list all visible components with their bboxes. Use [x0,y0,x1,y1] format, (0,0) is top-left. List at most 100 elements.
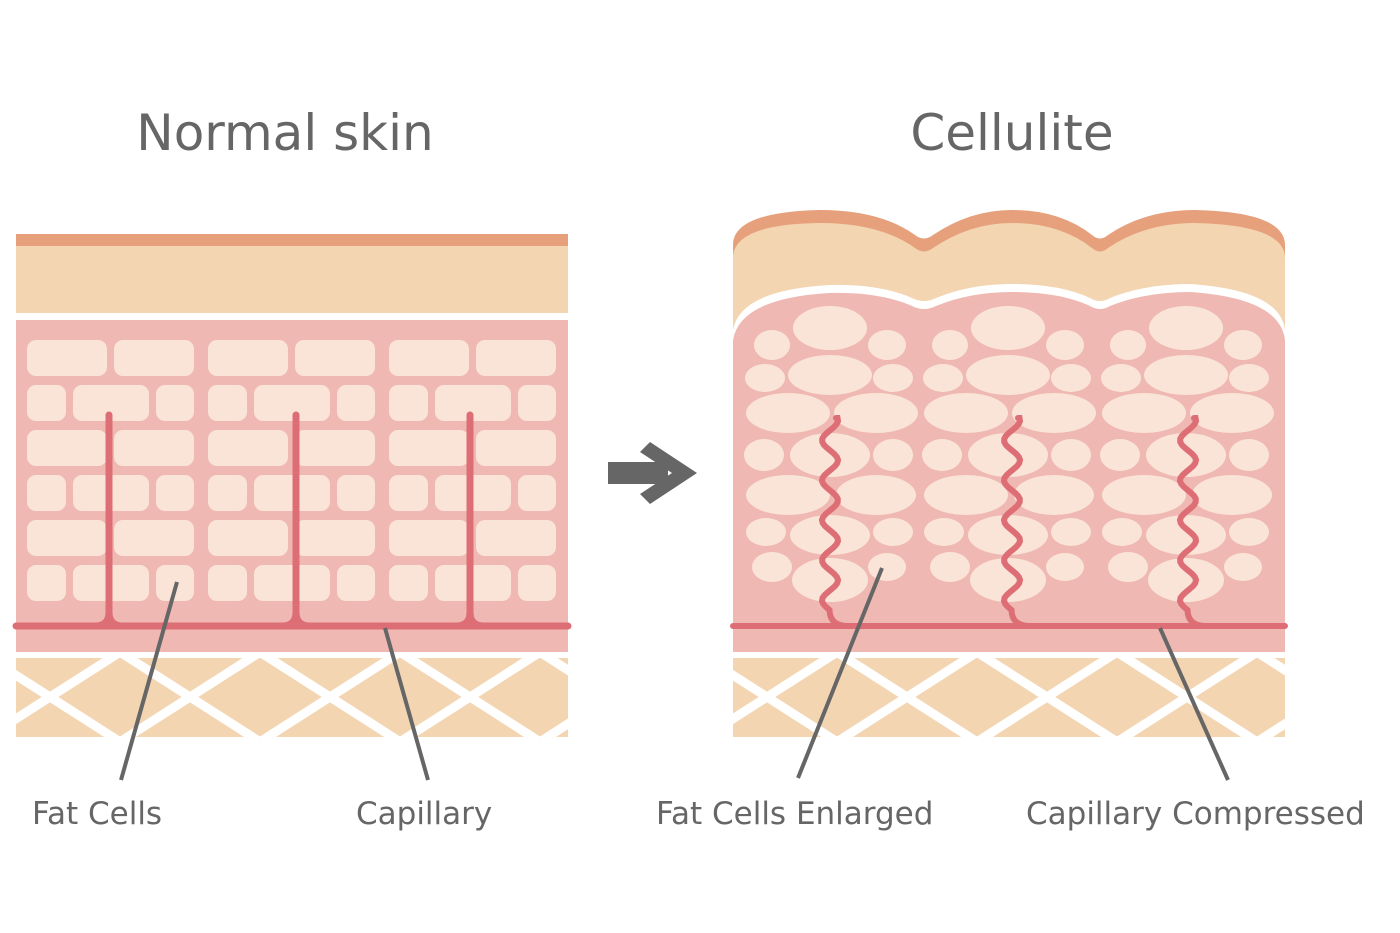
fat-cell [114,520,194,556]
fat-cell [1101,364,1141,392]
right-arrow-icon [608,442,697,504]
fat-cell [476,340,556,376]
capillary-vessel [730,415,1288,629]
fat-cell [793,306,867,350]
fat-cell [114,430,194,466]
fat-cell [923,364,963,392]
fat-cell [518,565,556,601]
pointer-line-capillary-compressed [1158,627,1230,781]
fat-cell [389,565,428,601]
fat-cell [1229,439,1269,471]
fat-cell [27,520,107,556]
fat-cell [868,553,906,581]
fat-cell [476,520,556,556]
label-capillary: Capillary [356,796,492,832]
pointer-line-fat-cells [119,581,179,781]
fat-cell [932,330,968,360]
fat-cell [922,439,962,471]
fat-cell [337,565,375,601]
normal-skin-panel [0,234,572,761]
fat-cell [746,475,830,515]
lattice-line [1367,633,1400,761]
fat-cell [1102,393,1186,433]
fat-cell [745,364,785,392]
lattice-line [1367,633,1400,761]
fat-cell [208,340,288,376]
fat-cell [788,355,872,395]
fat-cell [1102,475,1186,515]
fat-cell [435,385,511,421]
lattice-line [0,633,10,761]
fat-cell [254,475,330,511]
fat-cell [337,385,375,421]
fat-cell [1144,355,1228,395]
fat-cell [834,393,918,433]
fat-cell [971,306,1045,350]
epidermis-layer [16,246,568,313]
fat-cell [208,520,288,556]
fat-cell [208,565,247,601]
fat-cell [744,439,784,471]
fat-cells-normal [27,340,556,601]
label-fat-cells: Fat Cells [32,796,162,832]
fat-cell [254,385,330,421]
fat-cell [790,515,870,555]
fat-cell [1051,364,1091,392]
fat-cell [27,430,107,466]
fat-cell [518,385,556,421]
fat-cell [873,439,913,471]
fat-cell [1149,306,1223,350]
fat-cell [208,475,247,511]
fat-cell [518,475,556,511]
fat-cell [924,475,1008,515]
fat-cell [968,433,1048,477]
label-capillary-compressed: Capillary Compressed [1026,796,1365,832]
fat-cell [1146,433,1226,477]
fat-cell [924,393,1008,433]
lattice-line [400,658,541,737]
capillary-normal [12,411,572,630]
fat-cell [389,340,469,376]
fat-cell [389,520,469,556]
fat-cell [27,340,107,376]
fat-cell [970,558,1046,602]
fat-cell [754,330,790,360]
lattice-line [16,669,121,737]
fat-cell [254,565,330,601]
lattice-line [260,658,401,737]
label-fat-cells-enlarged: Fat Cells Enlarged [656,796,933,832]
fat-cell [924,518,964,546]
fat-cell [792,558,868,602]
fat-cell [1051,518,1091,546]
fat-cell [746,393,830,433]
fat-cell [337,475,375,511]
fat-cell [208,430,288,466]
fat-cell [295,520,375,556]
fat-cell [1102,518,1142,546]
fat-cell [114,340,194,376]
fat-cell [1046,553,1084,581]
lattice-pattern [733,633,1400,761]
fat-cell [295,340,375,376]
lattice-line [120,658,261,737]
fat-cell [790,433,870,477]
fat-cell [968,515,1048,555]
lattice-line [0,633,10,761]
title-cellulite: Cellulite [910,104,1113,162]
fat-cell [1229,364,1269,392]
fat-cell [1014,475,1094,515]
fat-cell [836,475,916,515]
fat-cell [873,364,913,392]
fat-cell [873,518,913,546]
fat-cell [1046,330,1084,360]
fat-cell [746,518,786,546]
lattice-line [837,658,978,737]
pointer-line-fat-cells-enlarged [796,567,884,779]
fat-cell [27,385,66,421]
fat-cell [295,430,375,466]
fat-cell [73,385,149,421]
fat-cell [389,475,428,511]
fat-cells-enlarged [744,306,1274,602]
fat-cell [1146,515,1226,555]
